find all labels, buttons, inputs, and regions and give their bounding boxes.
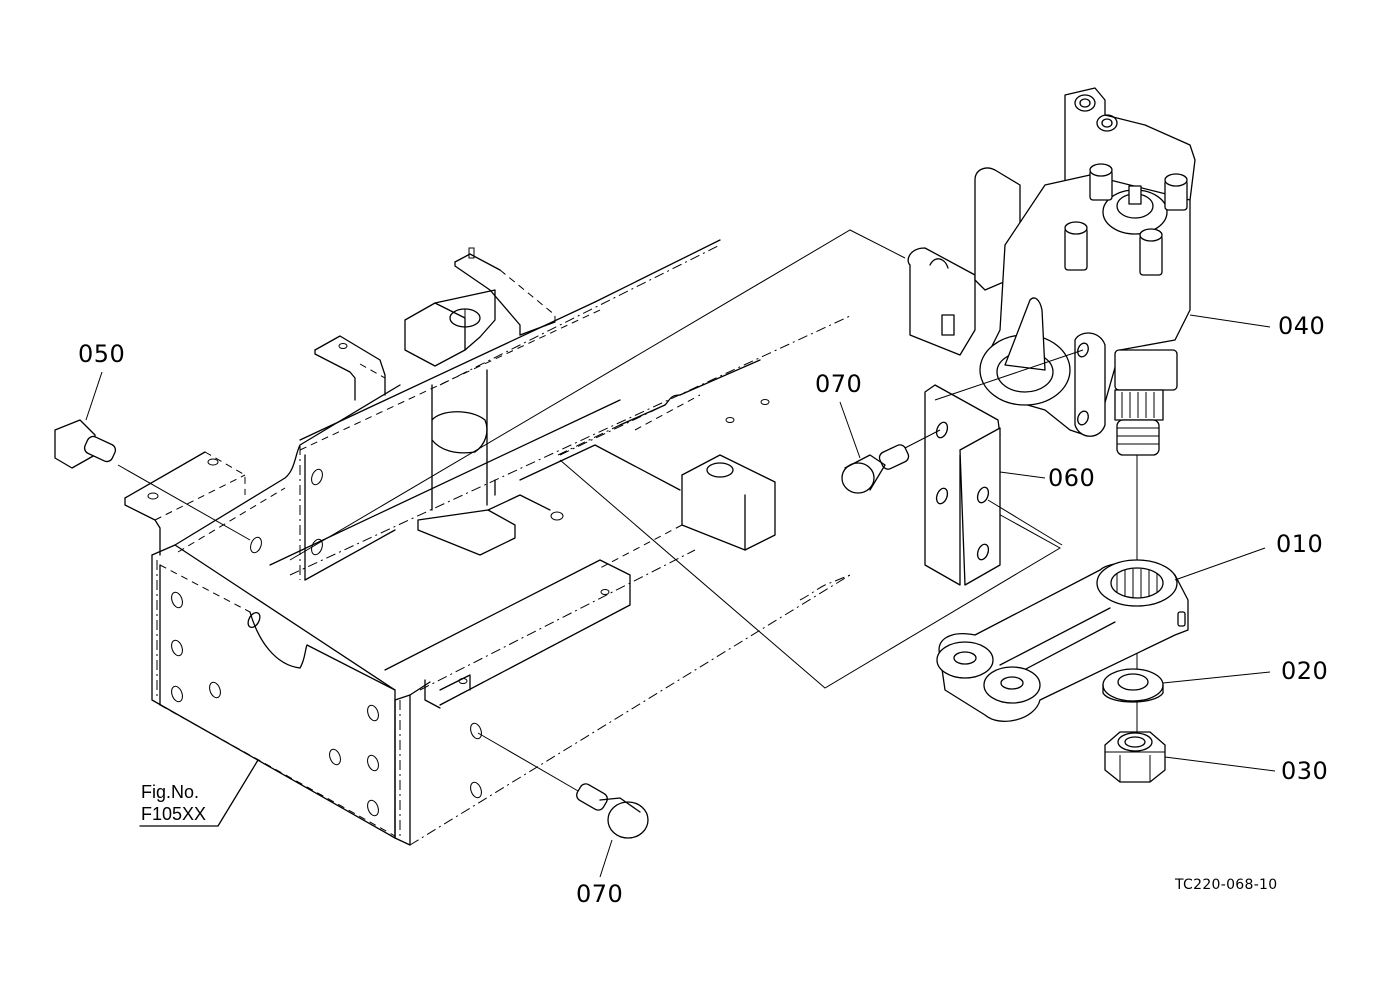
leader-010 [1174, 547, 1266, 581]
callout-010: 010 [1276, 530, 1324, 558]
leader-070-upper [839, 401, 861, 459]
callout-070-lower: 070 [576, 880, 624, 908]
leader-fig-ref [139, 759, 259, 827]
reference-plane [289, 229, 1062, 689]
figure-reference-number: F105XX [141, 804, 207, 824]
callout-050: 050 [78, 340, 126, 368]
nut-030 [1104, 731, 1166, 783]
leader-050 [85, 371, 103, 421]
figure-reference-label: Fig.No. [141, 782, 200, 802]
bolt-070-upper [841, 429, 941, 494]
leader-060 [999, 471, 1046, 479]
steering-gearbox-040 [907, 87, 1196, 456]
drawing-code: TC220-068-10 [1175, 877, 1278, 893]
bracket-060 [924, 349, 1084, 586]
leader-040 [1189, 314, 1271, 328]
spring-washer-020 [1102, 668, 1164, 703]
bolt-070-lower [477, 732, 649, 839]
callout-030: 030 [1281, 757, 1329, 785]
steering-arm-010 [936, 559, 1189, 722]
callout-070-upper: 070 [815, 370, 863, 398]
frame-assembly [124, 239, 851, 846]
leader-070-lower [599, 839, 613, 878]
callout-060: 060 [1048, 464, 1096, 492]
callout-040: 040 [1278, 312, 1326, 340]
figure-reference: Fig.No. F105XX [141, 781, 206, 825]
leader-020 [1162, 671, 1271, 684]
callout-020: 020 [1281, 657, 1329, 685]
bolt-050 [54, 419, 251, 541]
leader-lines [85, 314, 1276, 878]
leader-030 [1164, 756, 1276, 772]
